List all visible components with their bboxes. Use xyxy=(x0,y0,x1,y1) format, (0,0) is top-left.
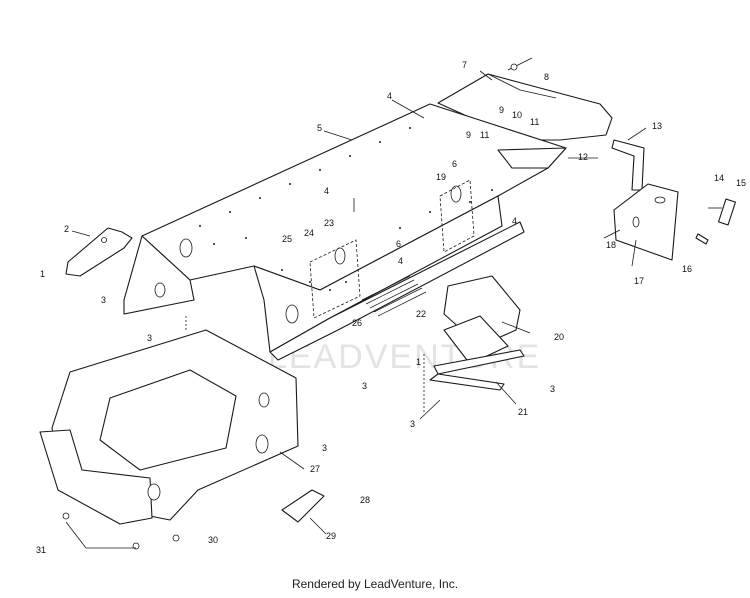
callout-4: 4 xyxy=(387,91,392,101)
callout-10: 10 xyxy=(512,110,522,120)
callout-20: 20 xyxy=(554,332,564,342)
callout-1-b: 1 xyxy=(416,357,421,367)
callout-12: 12 xyxy=(578,152,588,162)
callout-8: 8 xyxy=(544,72,549,82)
callout-19: 19 xyxy=(436,172,446,182)
callout-30: 30 xyxy=(208,535,218,545)
callout-22: 22 xyxy=(416,309,426,319)
callout-17: 17 xyxy=(634,276,644,286)
callout-29: 29 xyxy=(326,531,336,541)
callout-18: 18 xyxy=(606,240,616,250)
callout-1: 1 xyxy=(40,269,45,279)
callout-2: 2 xyxy=(64,224,69,234)
callout-3-e: 3 xyxy=(410,419,415,429)
callout-25: 25 xyxy=(282,234,292,244)
callout-3-b: 3 xyxy=(147,333,152,343)
fastener-drop-lines xyxy=(185,198,425,414)
callout-23: 23 xyxy=(324,218,334,228)
callout-28: 28 xyxy=(360,495,370,505)
callout-26: 26 xyxy=(352,318,362,328)
callout-15: 15 xyxy=(736,178,746,188)
callout-9-b: 9 xyxy=(466,130,471,140)
callout-14: 14 xyxy=(714,173,724,183)
part-feet xyxy=(62,512,180,550)
part-fasteners-right xyxy=(695,198,737,245)
callout-3-d: 3 xyxy=(550,384,555,394)
callout-9: 9 xyxy=(499,105,504,115)
callout-24: 24 xyxy=(304,228,314,238)
callout-7: 7 xyxy=(462,60,467,70)
callout-13: 13 xyxy=(652,121,662,131)
callout-11: 11 xyxy=(530,117,539,127)
callout-leaders xyxy=(65,70,647,549)
callout-27: 27 xyxy=(310,464,320,474)
part-rear-rail xyxy=(497,147,567,169)
callout-31: 31 xyxy=(36,545,46,555)
callout-4-b: 4 xyxy=(324,186,329,196)
part-plate-2 xyxy=(65,227,133,277)
callout-16: 16 xyxy=(682,264,692,274)
callout-21: 21 xyxy=(518,407,528,417)
callout-6: 6 xyxy=(452,159,457,169)
part-bracket-20 xyxy=(443,275,521,365)
footer-credit: Rendered by LeadVenture, Inc. xyxy=(291,577,459,591)
callout-3-c: 3 xyxy=(362,381,367,391)
callout-4-d: 4 xyxy=(398,256,403,266)
callout-5: 5 xyxy=(317,123,322,133)
callout-4-c: 4 xyxy=(512,216,517,226)
part-bracket-29 xyxy=(281,489,325,523)
tunnel-rivets xyxy=(199,127,493,291)
part-bracket-13 xyxy=(611,139,645,191)
callout-6-b: 6 xyxy=(396,239,401,249)
callout-3: 3 xyxy=(101,295,106,305)
part-tunnel xyxy=(123,103,567,361)
callout-3-f: 3 xyxy=(322,443,327,453)
part-bolt-8 xyxy=(507,57,533,71)
part-footwell xyxy=(39,329,299,525)
part-flap xyxy=(613,183,679,261)
callout-labels: 7 8 4 5 9 10 11 9 11 13 12 6 19 4 14 15 … xyxy=(36,60,746,555)
part-axle-21 xyxy=(429,349,525,391)
callout-11-b: 11 xyxy=(480,130,489,140)
